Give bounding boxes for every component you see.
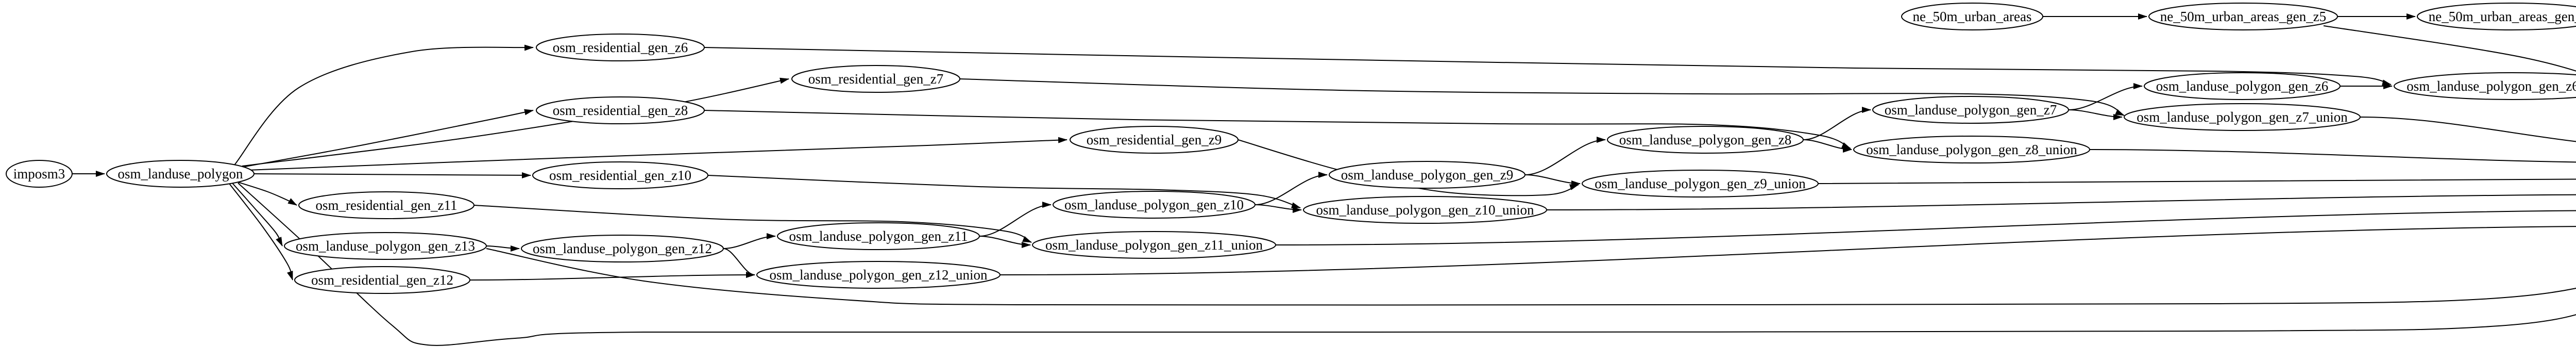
node-label: ne_50m_urban_areas_gen_z4 [2429, 9, 2576, 24]
edge-ne-50m-urban-areas-gen-z5-to-layer-landuse-z5 [2323, 25, 2576, 72]
graph-node-ne-50m-urban-areas-gen-z4: ne_50m_urban_areas_gen_z4 [2417, 3, 2576, 30]
node-label: osm_landuse_polygon_gen_z6_union [2406, 78, 2576, 94]
nodes-layer: imposm3 osm_landuse_polygon osm_residentia… [6, 3, 2576, 294]
edge-osm-residential-gen-z11-to-osm-landuse-polygon-gen-z11-union [473, 205, 1032, 243]
edge-osm-residential-gen-z7-to-osm-landuse-polygon-gen-z7-union [959, 78, 2125, 116]
graph-node-osm-landuse-polygon-gen-z8-union: osm_landuse_polygon_gen_z8_union [1853, 136, 2090, 163]
edge-osm-landuse-polygon-to-layer-landuse-z14- [238, 183, 2576, 346]
edge-osm-landuse-polygon-gen-z11-to-osm-landuse-polygon-gen-z10 [979, 202, 1052, 237]
node-label: osm_residential_gen_z12 [311, 272, 453, 288]
edge-osm-landuse-polygon-gen-z8-to-osm-landuse-polygon-gen-z8-union [1803, 139, 1852, 153]
edge-osm-landuse-polygon-gen-z7-to-osm-landuse-polygon-gen-z6 [2068, 83, 2143, 110]
edge-osm-landuse-polygon-to-osm-landuse-polygon-gen-z13 [231, 182, 283, 246]
edge-osm-landuse-polygon-to-osm-residential-gen-z9 [247, 137, 1067, 171]
node-label: imposm3 [13, 166, 65, 182]
graph-node-osm-landuse-polygon-gen-z7: osm_landuse_polygon_gen_z7 [1872, 96, 2069, 124]
node-label: osm_landuse_polygon_gen_z10 [1064, 197, 1244, 212]
graph-node-osm-landuse-polygon-gen-z6: osm_landuse_polygon_gen_z6 [2144, 72, 2341, 100]
graph-node-imposm3: imposm3 [6, 160, 73, 188]
edge-osm-landuse-polygon-to-osm-residential-gen-z6 [234, 44, 534, 166]
graph-node-osm-residential-gen-z11: osm_residential_gen_z11 [298, 191, 474, 219]
edge-osm-landuse-polygon-to-osm-residential-gen-z8 [239, 109, 534, 168]
node-label: ne_50m_urban_areas_gen_z5 [2160, 9, 2326, 24]
graph-node-osm-residential-gen-z7: osm_residential_gen_z7 [791, 65, 960, 93]
graph-node-osm-landuse-polygon-gen-z10-union: osm_landuse_polygon_gen_z10_union [1303, 196, 1547, 224]
node-label: ne_50m_urban_areas [1913, 9, 2032, 24]
node-label: osm_residential_gen_z11 [316, 198, 457, 213]
node-label: osm_residential_gen_z7 [808, 71, 943, 87]
graph-node-osm-residential-gen-z8: osm_residential_gen_z8 [536, 96, 705, 124]
node-label: osm_residential_gen_z6 [553, 40, 688, 55]
graph-node-osm-residential-gen-z10: osm_residential_gen_z10 [532, 161, 708, 189]
node-label: osm_residential_gen_z10 [549, 168, 691, 183]
node-label: osm_landuse_polygon_gen_z7_union [2137, 109, 2348, 125]
edge-osm-landuse-polygon-gen-z9-to-osm-landuse-polygon-gen-z8 [1524, 137, 1606, 175]
edge-osm-landuse-polygon-gen-z9-to-osm-landuse-polygon-gen-z9-union [1524, 174, 1581, 187]
edge-osm-landuse-polygon-gen-z8-union-to-layer-landuse-z8 [2089, 149, 2576, 163]
node-label: osm_landuse_polygon_gen_z10_union [1316, 202, 1534, 218]
edge-osm-landuse-polygon-gen-z8-to-osm-landuse-polygon-gen-z7 [1803, 107, 1871, 140]
graph-node-osm-landuse-polygon-gen-z9-union: osm_landuse_polygon_gen_z9_union [1582, 170, 1819, 198]
graph-node-osm-landuse-polygon-gen-z9: osm_landuse_polygon_gen_z9 [1329, 161, 1526, 189]
edge-osm-landuse-polygon-gen-z12-to-osm-landuse-polygon-gen-z12-union [723, 248, 755, 278]
graph-node-osm-residential-gen-z12: osm_residential_gen_z12 [294, 266, 470, 294]
edge-osm-landuse-polygon-gen-z7-to-osm-landuse-polygon-gen-z7-union [2068, 109, 2123, 120]
node-label: osm_landuse_polygon_gen_z9_union [1595, 176, 1806, 191]
graph-node-osm-residential-gen-z9: osm_residential_gen_z9 [1070, 126, 1239, 154]
edge-osm-landuse-polygon-to-osm-residential-gen-z10 [253, 172, 531, 178]
graph-node-osm-landuse-polygon-gen-z11: osm_landuse_polygon_gen_z11 [777, 222, 980, 250]
node-label: osm_landuse_polygon_gen_z8 [1619, 132, 1791, 147]
edge-osm-residential-gen-z6-to-osm-landuse-polygon-gen-z6-union [704, 47, 2392, 86]
edge-osm-landuse-polygon-gen-z7-union-to-layer-landuse-z7 [2360, 117, 2576, 142]
node-label: osm_landuse_polygon_gen_z12_union [770, 267, 988, 283]
edge-osm-landuse-polygon-gen-z11-union-to-layer-landuse-z11 [1275, 210, 2576, 245]
graph-node-ne-50m-urban-areas: ne_50m_urban_areas [1901, 3, 2043, 30]
edge-osm-landuse-polygon-to-osm-residential-gen-z7 [242, 77, 789, 167]
graph-node-osm-landuse-polygon-gen-z13: osm_landuse_polygon_gen_z13 [284, 232, 487, 260]
edge-osm-landuse-polygon-gen-z11-to-osm-landuse-polygon-gen-z11-union [979, 236, 1031, 248]
node-label: osm_residential_gen_z8 [553, 103, 688, 118]
edge-osm-landuse-polygon-gen-z12-union-to-layer-landuse-z12 [999, 226, 2576, 275]
graph-node-osm-landuse-polygon-gen-z7-union: osm_landuse_polygon_gen_z7_union [2124, 103, 2361, 131]
graph-node-osm-landuse-polygon: osm_landuse_polygon [106, 160, 255, 188]
node-label: osm_landuse_polygon_gen_z11_union [1045, 237, 1263, 253]
graph-node-osm-landuse-polygon-gen-z12-union: osm_landuse_polygon_gen_z12_union [756, 261, 1001, 289]
edge-osm-residential-gen-z9-to-osm-landuse-polygon-gen-z9-union [1238, 139, 1579, 196]
edges-layer [72, 13, 2576, 346]
node-label: osm_landuse_polygon_gen_z7 [1885, 102, 2057, 118]
graph-node-osm-landuse-polygon-gen-z6-union: osm_landuse_polygon_gen_z6_union [2394, 72, 2576, 100]
edge-osm-landuse-polygon-gen-z13-to-layer-landuse-z13 [486, 248, 2576, 306]
edge-osm-landuse-polygon-gen-z12-to-osm-landuse-polygon-gen-z11 [723, 233, 776, 249]
graph-node-osm-landuse-polygon-gen-z11-union: osm_landuse_polygon_gen_z11_union [1032, 231, 1276, 259]
edge-osm-residential-gen-z12-to-osm-landuse-polygon-gen-z12-union [469, 272, 755, 281]
edge-osm-landuse-polygon-gen-z9-union-to-layer-landuse-z9 [1818, 178, 2576, 184]
edge-osm-landuse-polygon-gen-z10-to-osm-landuse-polygon-gen-z10-union [1255, 204, 1302, 213]
node-label: osm_landuse_polygon_gen_z9 [1341, 167, 1513, 183]
graph-node-osm-landuse-polygon-gen-z12: osm_landuse_polygon_gen_z12 [521, 235, 724, 262]
edge-osm-landuse-polygon-to-osm-residential-gen-z11 [235, 181, 297, 206]
node-label: osm_residential_gen_z9 [1087, 132, 1222, 147]
graph-node-osm-residential-gen-z6: osm_residential_gen_z6 [536, 34, 705, 61]
edge-osm-residential-gen-z10-to-osm-landuse-polygon-gen-z10-union [707, 175, 1301, 208]
edge-osm-residential-gen-z8-to-osm-landuse-polygon-gen-z8-union [704, 110, 1851, 149]
edge-osm-landuse-polygon-gen-z10-to-osm-landuse-polygon-gen-z9 [1255, 172, 1328, 205]
node-label: osm_landuse_polygon [118, 166, 243, 182]
node-label: osm_landuse_polygon_gen_z6 [2156, 78, 2328, 94]
node-label: osm_landuse_polygon_gen_z13 [296, 238, 475, 254]
edge-osm-landuse-polygon-to-osm-residential-gen-z12 [229, 183, 293, 281]
node-label: osm_landuse_polygon_gen_z11 [789, 228, 968, 244]
edge-osm-landuse-polygon-gen-z10-union-to-layer-landuse-z10 [1546, 194, 2576, 210]
graph-node-osm-landuse-polygon-gen-z8: osm_landuse_polygon_gen_z8 [1607, 126, 1804, 154]
node-label: osm_landuse_polygon_gen_z12 [533, 241, 712, 256]
graph-node-ne-50m-urban-areas-gen-z5: ne_50m_urban_areas_gen_z5 [2148, 3, 2338, 30]
node-label: osm_landuse_polygon_gen_z8_union [1866, 142, 2077, 157]
edge-osm-landuse-polygon-gen-z13-to-osm-landuse-polygon-gen-z12 [486, 245, 520, 252]
graph-node-osm-landuse-polygon-gen-z10: osm_landuse_polygon_gen_z10 [1053, 191, 1256, 219]
